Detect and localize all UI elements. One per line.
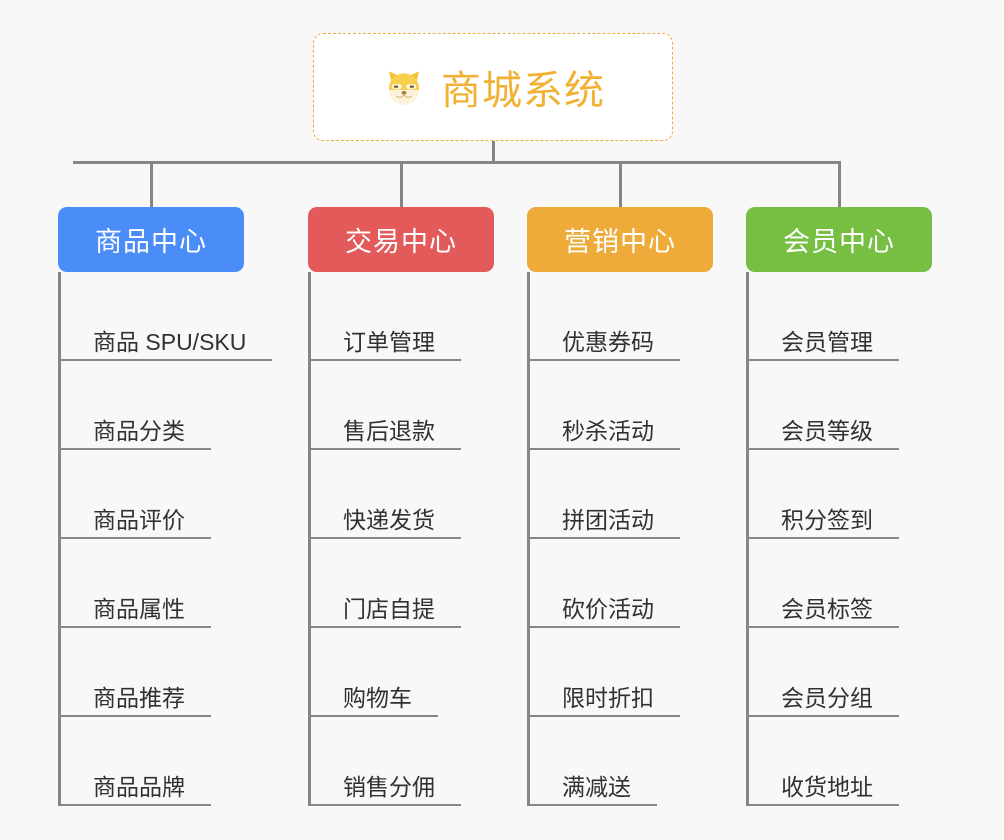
category-title: 交易中心 <box>345 227 457 257</box>
leaf-label: 会员分组 <box>781 684 873 711</box>
leaf-label: 销售分佣 <box>343 773 435 800</box>
leaf-label: 会员标签 <box>781 595 873 622</box>
column-trade-center: 交易中心 订单管理 售后退款 快递发货 门店自提 购物车 销售分佣 <box>308 207 494 806</box>
leaf-item[interactable]: 满减送 <box>530 717 657 806</box>
leaf-item[interactable]: 限时折扣 <box>530 628 680 717</box>
leaf-item[interactable]: 会员等级 <box>749 361 899 450</box>
leaf-label: 商品评价 <box>93 506 185 533</box>
connector-bus <box>73 161 840 164</box>
leaf-label: 商品推荐 <box>93 684 185 711</box>
leaf-item[interactable]: 商品属性 <box>61 539 211 628</box>
leaf-label: 砍价活动 <box>562 595 654 622</box>
column-marketing-center: 营销中心 优惠券码 秒杀活动 拼团活动 砍价活动 限时折扣 满减送 <box>527 207 713 806</box>
leaf-spine <box>746 272 749 806</box>
leaf-label: 订单管理 <box>343 328 435 355</box>
leaf-label: 秒杀活动 <box>562 417 654 444</box>
leaf-item[interactable]: 销售分佣 <box>311 717 461 806</box>
category-header-member-center[interactable]: 会员中心 <box>746 207 932 272</box>
leaf-label: 满减送 <box>562 773 631 800</box>
leaf-item[interactable]: 优惠券码 <box>530 272 680 361</box>
leaf-label: 商品品牌 <box>93 773 185 800</box>
leaf-label: 收货地址 <box>781 773 873 800</box>
category-title: 商品中心 <box>95 227 207 257</box>
category-title: 营销中心 <box>564 227 676 257</box>
leaf-item[interactable]: 会员分组 <box>749 628 899 717</box>
root-title: 商城系统 <box>441 69 605 113</box>
leaf-item[interactable]: 商品评价 <box>61 450 211 539</box>
leaf-item[interactable]: 拼团活动 <box>530 450 680 539</box>
leaf-item[interactable]: 商品推荐 <box>61 628 211 717</box>
connector-drop-trade-center <box>400 161 403 207</box>
leaf-spine <box>58 272 61 806</box>
leaf-item[interactable]: 商品分类 <box>61 361 211 450</box>
leaf-label: 快递发货 <box>343 506 435 533</box>
connector-drop-marketing-center <box>619 161 622 207</box>
leaf-item[interactable]: 商品品牌 <box>61 717 211 806</box>
category-header-marketing-center[interactable]: 营销中心 <box>527 207 713 272</box>
leaf-item[interactable]: 砍价活动 <box>530 539 680 628</box>
leaf-label: 优惠券码 <box>562 328 654 355</box>
leaf-item[interactable]: 会员标签 <box>749 539 899 628</box>
root-node[interactable]: 商城系统 <box>313 33 673 141</box>
leaf-label: 购物车 <box>343 684 412 711</box>
leaf-label: 限时折扣 <box>562 684 654 711</box>
leaf-label: 商品属性 <box>93 595 185 622</box>
leaf-item[interactable]: 售后退款 <box>311 361 461 450</box>
leaf-label: 拼团活动 <box>562 506 654 533</box>
leaf-item[interactable]: 积分签到 <box>749 450 899 539</box>
connector-drop-member-center <box>838 161 841 207</box>
category-title: 会员中心 <box>783 227 895 257</box>
column-product-center: 商品中心 商品 SPU/SKU 商品分类 商品评价 商品属性 商品推荐 商品品牌 <box>58 207 273 806</box>
leaf-item[interactable]: 会员管理 <box>749 272 899 361</box>
category-header-product-center[interactable]: 商品中心 <box>58 207 244 272</box>
leaf-label: 门店自提 <box>343 595 435 622</box>
leaf-list-trade-center: 订单管理 售后退款 快递发货 门店自提 购物车 销售分佣 <box>308 272 494 806</box>
leaf-spine <box>527 272 530 806</box>
column-member-center: 会员中心 会员管理 会员等级 积分签到 会员标签 会员分组 收货地址 <box>746 207 932 806</box>
leaf-label: 会员等级 <box>781 417 873 444</box>
shiba-dog-face-icon <box>381 64 427 110</box>
leaf-item[interactable]: 订单管理 <box>311 272 461 361</box>
leaf-label: 积分签到 <box>781 506 873 533</box>
leaf-item[interactable]: 门店自提 <box>311 539 461 628</box>
leaf-label: 会员管理 <box>781 328 873 355</box>
leaf-list-member-center: 会员管理 会员等级 积分签到 会员标签 会员分组 收货地址 <box>746 272 932 806</box>
leaf-item[interactable]: 快递发货 <box>311 450 461 539</box>
connector-drop-product-center <box>150 161 153 207</box>
leaf-label: 商品分类 <box>93 417 185 444</box>
leaf-label: 商品 SPU/SKU <box>93 328 247 355</box>
leaf-item[interactable]: 商品 SPU/SKU <box>61 272 273 361</box>
leaf-list-product-center: 商品 SPU/SKU 商品分类 商品评价 商品属性 商品推荐 商品品牌 <box>58 272 273 806</box>
leaf-item[interactable]: 秒杀活动 <box>530 361 680 450</box>
leaf-list-marketing-center: 优惠券码 秒杀活动 拼团活动 砍价活动 限时折扣 满减送 <box>527 272 713 806</box>
leaf-item[interactable]: 收货地址 <box>749 717 899 806</box>
connector-root-stem <box>492 141 495 163</box>
leaf-label: 售后退款 <box>343 417 435 444</box>
leaf-item[interactable]: 购物车 <box>311 628 438 717</box>
leaf-spine <box>308 272 311 806</box>
category-header-trade-center[interactable]: 交易中心 <box>308 207 494 272</box>
